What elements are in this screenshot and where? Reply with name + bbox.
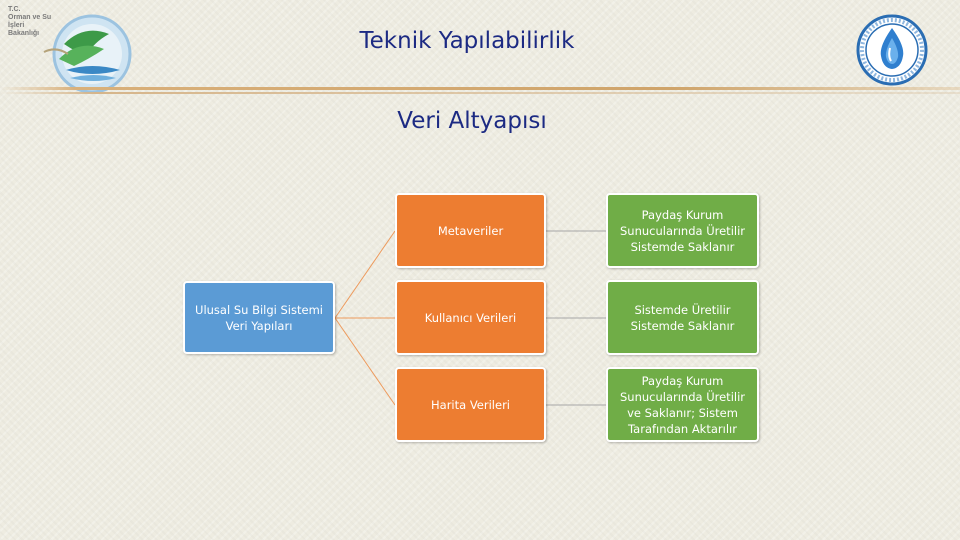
branch-node-harita-verileri: Harita Verileri [395,367,546,442]
branch-node-metaveriler: Metaveriler [395,193,546,268]
branch-node-label: Harita Verileri [431,397,510,412]
ministry-logo-icon [43,14,132,94]
water-seal-logo [853,14,931,86]
detail-node-metaveriler: Paydaş Kurum Sunucularında Üretilir Sist… [606,193,759,268]
detail-node-harita-verileri: Paydaş Kurum Sunucularında Üretilir ve S… [606,367,759,442]
page-subtitle: Veri Altyapısı [397,108,547,134]
water-drop-seal-icon [856,14,928,86]
connector-root-branch-1 [334,230,396,319]
detail-node-kullanici-verileri: Sistemde Üretilir Sistemde Saklanır [606,280,759,355]
branch-node-kullanici-verileri: Kullanıcı Verileri [395,280,546,355]
connector-root-branch-3 [334,317,396,406]
root-node: Ulusal Su Bilgi Sistemi Veri Yapıları [183,281,335,354]
ministry-logo-text: T.C. Orman ve Su İşleri Bakanlığı [8,6,52,37]
page-title: Teknik Yapılabilirlik [359,28,575,54]
root-node-label: Ulusal Su Bilgi Sistemi Veri Yapıları [195,302,323,333]
header-divider-secondary [0,92,960,94]
branch-node-label: Metaveriler [437,223,504,238]
ministry-logo: T.C. Orman ve Su İşleri Bakanlığı [4,4,134,96]
detail-node-label: Sistemde Üretilir Sistemde Saklanır [630,302,735,333]
detail-node-label: Paydaş Kurum Sunucularında Üretilir Sist… [619,207,746,254]
detail-node-label: Paydaş Kurum Sunucularında Üretilir ve S… [619,373,746,436]
header-divider [0,87,960,90]
branch-node-label: Kullanıcı Verileri [424,310,517,325]
